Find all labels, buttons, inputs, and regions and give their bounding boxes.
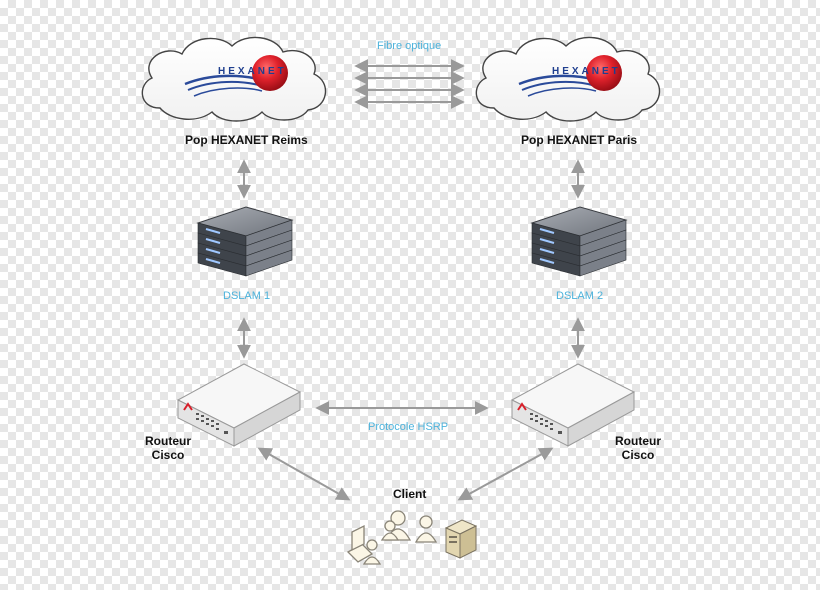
router1-label-line1: Routeur [145, 434, 191, 448]
dslam2-label: DSLAM 2 [556, 290, 604, 302]
client-label: Client [393, 487, 427, 501]
logo-text-paris: HEXANET [552, 66, 621, 77]
fiber-optic-label: Fibre optique [377, 40, 442, 52]
pop-reims-label: Pop HEXANET Reims [185, 133, 308, 147]
router2-icon [510, 363, 636, 447]
hsrp-label: Protocole HSRP [368, 421, 449, 433]
dslam1-label: DSLAM 1 [223, 290, 271, 302]
dslam1-icon [196, 206, 294, 277]
logo-text-reims: HEXANET [218, 66, 287, 77]
router1-label: Routeur Cisco [144, 434, 192, 462]
router2-label-line1: Routeur [615, 434, 661, 448]
cloud-paris-icon [475, 36, 661, 122]
fiber-links [354, 59, 465, 109]
router1-label-line2: Cisco [151, 448, 185, 462]
link-router1-client [257, 447, 351, 501]
dslam2-icon [530, 206, 628, 277]
cloud-reims-icon [141, 36, 327, 122]
router1-icon [176, 363, 302, 447]
router2-label-line2: Cisco [621, 448, 655, 462]
client-server-icon [444, 519, 478, 559]
router2-label: Routeur Cisco [614, 434, 662, 462]
link-router2-client [457, 447, 554, 501]
client-users-icon [346, 510, 438, 565]
pop-paris-label: Pop HEXANET Paris [521, 133, 638, 147]
